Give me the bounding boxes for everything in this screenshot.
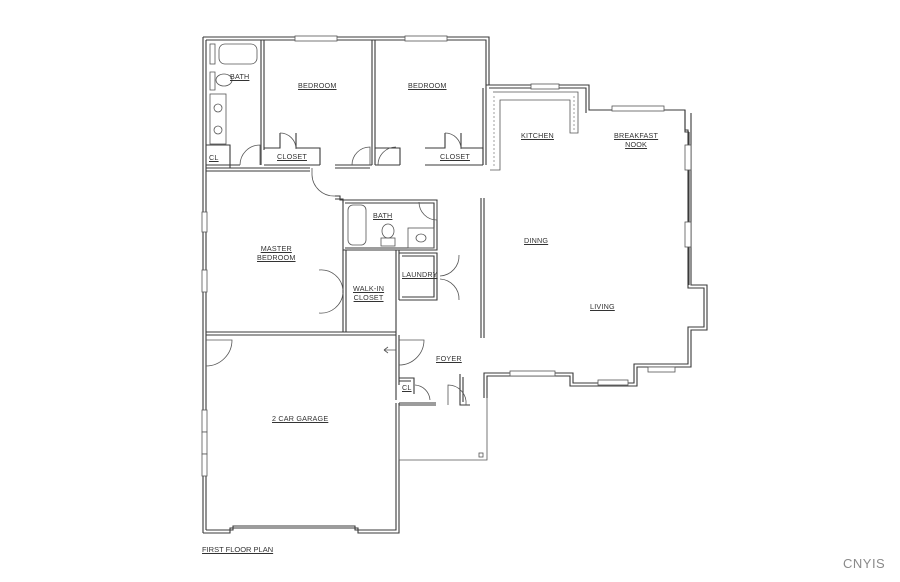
- room-label-garage: 2 CAR GARAGE: [272, 414, 329, 423]
- kitchen-counters: [490, 91, 579, 171]
- bathroom-fixtures: [209, 43, 435, 249]
- door-swings: [205, 132, 467, 406]
- room-label-dining: DINNG: [524, 236, 549, 245]
- room-label-bath-mid: BATH: [373, 211, 393, 220]
- windows: [201, 35, 692, 477]
- room-label-master-bedroom: MASTER BEDROOM: [257, 244, 296, 262]
- interior-walls: [206, 40, 487, 406]
- room-label-bath-top: BATH: [230, 72, 250, 81]
- room-label-cl-foyer: CL: [402, 383, 412, 392]
- room-label-living: LIVING: [590, 302, 615, 311]
- room-label-bedroom-2: BEDROOM: [408, 81, 447, 90]
- room-label-bedroom-1: BEDROOM: [298, 81, 337, 90]
- room-label-walk-in-closet: WALK-IN CLOSET: [353, 284, 385, 302]
- exterior-walls: [202, 36, 708, 534]
- plan-title: FIRST FLOOR PLAN: [202, 545, 274, 554]
- room-label-closet-1: CLOSET: [277, 152, 307, 161]
- room-label-kitchen: KITCHEN: [521, 131, 554, 140]
- room-label-breakfast-nook: BREAKFAST NOOK: [614, 131, 659, 149]
- room-label-closet-2: CLOSET: [440, 152, 470, 161]
- porch-slab: [398, 398, 488, 461]
- watermark-logo: CNYIS: [843, 556, 886, 571]
- room-label-laundry: LAUNDRY: [402, 270, 438, 279]
- room-label-cl-top: CL: [209, 153, 219, 162]
- room-label-foyer: FOYER: [436, 354, 462, 363]
